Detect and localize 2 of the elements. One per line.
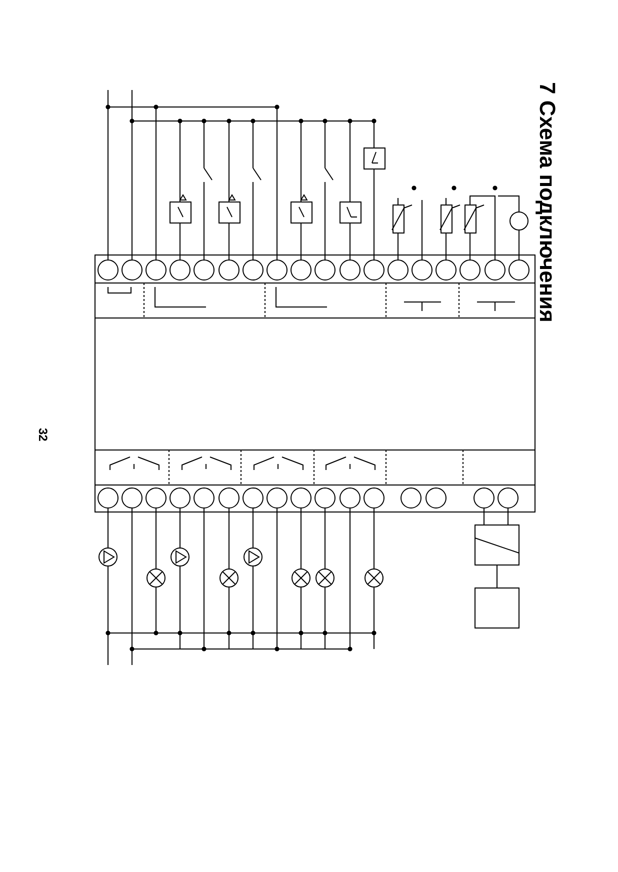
section-heading: 7 Схема подключения (534, 82, 560, 322)
page-number: 32 (36, 428, 50, 442)
